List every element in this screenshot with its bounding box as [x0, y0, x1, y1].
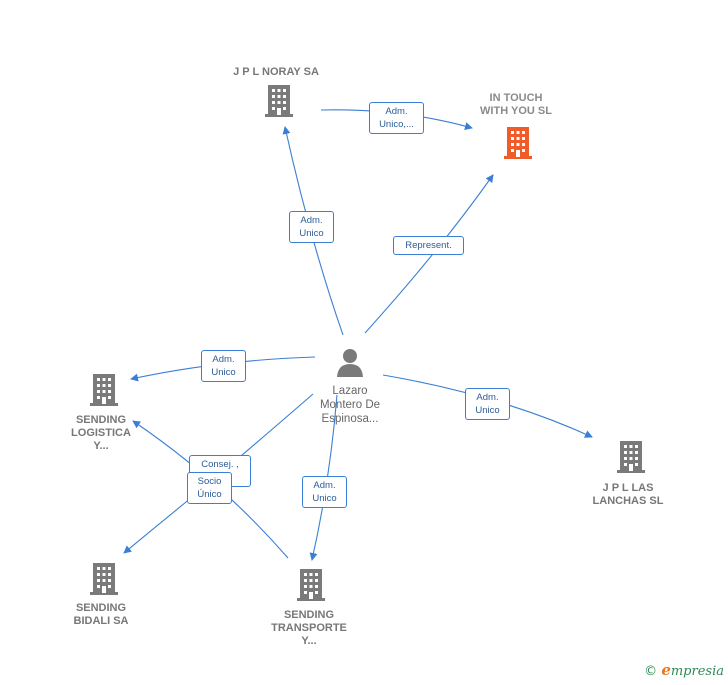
node-label-in-touch[interactable]: IN TOUCH WITH YOU SL [480, 92, 552, 117]
edge-label-person-intouch[interactable]: Represent. [393, 236, 464, 255]
building-icon-jpl-noray[interactable] [265, 85, 293, 117]
person-icon[interactable] [337, 349, 363, 377]
copyright-symbol: © [644, 664, 658, 679]
building-icon-sending-logistica[interactable] [90, 374, 118, 406]
building-icon-jpl-lanchas[interactable] [617, 441, 645, 473]
building-icon-in-touch[interactable] [504, 127, 532, 159]
building-icon-sending-bidali[interactable] [90, 563, 118, 595]
empresia-watermark: © empresia [644, 661, 724, 679]
brand-e-letter: e [661, 661, 671, 679]
edge-label-person-noray[interactable]: Adm. Unico [289, 211, 334, 243]
edge-label-noray-intouch[interactable]: Adm. Unico,... [369, 102, 424, 134]
node-label-sending-bidali[interactable]: SENDING BIDALI SA [73, 602, 129, 627]
node-label-jpl-noray[interactable]: J P L NORAY SA [233, 66, 319, 78]
edge-label-person-transporte[interactable]: Adm. Unico [302, 476, 347, 508]
edge-label-socio[interactable]: Socio Único [187, 472, 232, 504]
node-label-jpl-lanchas[interactable]: J P L LAS LANCHAS SL [592, 482, 664, 507]
brand-name: mpresia [670, 664, 724, 679]
edge-label-person-lanchas[interactable]: Adm. Unico [465, 388, 510, 420]
node-label-sending-logistica[interactable]: SENDING LOGISTICA Y... [71, 414, 131, 452]
building-icon-sending-transporte[interactable] [297, 569, 325, 601]
node-label-person[interactable]: Lazaro Montero De Espinosa... [319, 385, 381, 425]
node-label-sending-transporte[interactable]: SENDING TRANSPORTE Y... [271, 609, 347, 647]
edge-label-person-logistica[interactable]: Adm. Unico [201, 350, 246, 382]
